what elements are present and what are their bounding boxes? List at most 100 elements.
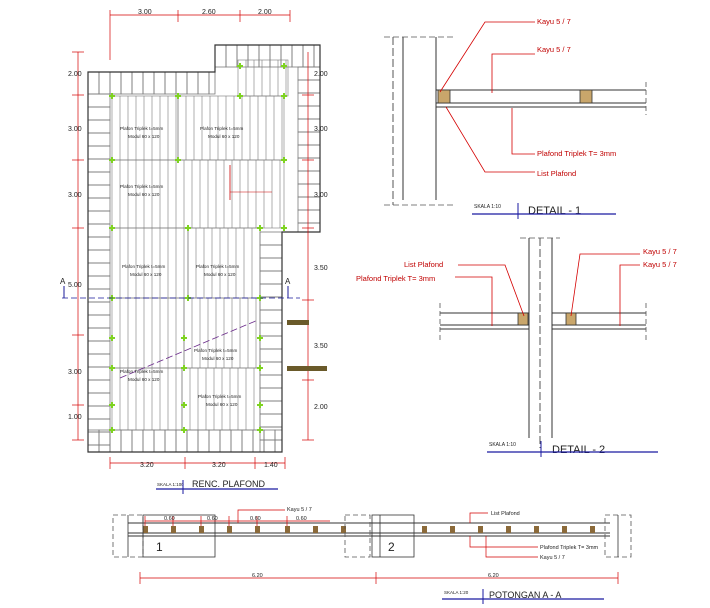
ceiling-tile — [87, 93, 111, 108]
dim-right-2: 3.00 — [314, 126, 328, 133]
joist-block — [341, 526, 346, 533]
ceiling-tile — [297, 79, 321, 94]
dim-bottom-1: 3.20 — [140, 462, 154, 469]
ceiling-tile — [164, 71, 177, 95]
ceiling-panel — [237, 59, 289, 97]
ceiling-tile — [258, 44, 271, 68]
marker-1: 1 — [156, 540, 163, 554]
ceiling-tile — [109, 71, 122, 95]
room-label-module: Modul 60 x 120 — [206, 402, 238, 407]
spacing-4: 0.60 — [296, 516, 307, 522]
column-node — [281, 93, 287, 99]
ceiling-tile — [87, 340, 111, 355]
column-node — [257, 225, 263, 231]
joist-block — [590, 526, 595, 533]
ceiling-tile — [208, 71, 216, 95]
dim-left-3: 3.00 — [68, 192, 82, 199]
joist-block — [143, 526, 148, 533]
section-a-a: 0.60 0.60 0.60 0.60 Kayu 5 / 7 List Plaf… — [112, 507, 632, 604]
ceiling-tile — [259, 231, 283, 246]
ceiling-tile — [120, 429, 133, 453]
ceiling-tile — [87, 132, 111, 147]
ceiling-tile — [131, 71, 144, 95]
room-label-module: Modul 60 x 120 — [128, 134, 160, 139]
column-node — [281, 157, 287, 163]
plan-scale: SKALA 1:100 — [157, 482, 184, 487]
ceiling-tile — [259, 348, 283, 363]
ceiling-tile — [87, 262, 111, 277]
detail-1: Kayu 5 / 7 Kayu 5 / 7 Plafond Triplek T=… — [384, 17, 647, 219]
joist-block — [199, 526, 204, 533]
total-left: 6.20 — [252, 573, 263, 579]
ceiling-tile — [175, 429, 188, 453]
ceiling-tile — [142, 71, 155, 95]
ceiling-tile — [120, 71, 133, 95]
cut-label-left: A — [60, 277, 66, 286]
joist-block — [255, 526, 260, 533]
ceiling-tile — [87, 429, 100, 453]
column-node — [109, 335, 115, 341]
ceiling-tile — [214, 44, 227, 68]
ceiling-tile — [142, 429, 155, 453]
ceiling-tile — [252, 429, 265, 453]
sec-label-plafond: Plafond Triplek T= 3mm — [540, 545, 599, 551]
dim-right-1: 2.00 — [314, 71, 328, 78]
d2-scale: SKALA 1:10 — [489, 442, 516, 448]
ceiling-tile — [269, 44, 282, 68]
room-label-material: Plafon Triplek t=5mm — [200, 126, 243, 131]
ceiling-tile — [297, 209, 321, 224]
ceiling-tile — [259, 270, 283, 285]
dim-right-4: 3.50 — [314, 265, 328, 272]
cut-label-right: A — [285, 277, 291, 286]
total-right: 6.20 — [488, 573, 499, 579]
column-node — [281, 225, 287, 231]
column-node — [109, 365, 115, 371]
dim-bottom-3: 1.40 — [264, 462, 278, 469]
joist-block — [562, 526, 567, 533]
ceiling-tile — [297, 144, 321, 159]
ceiling-tile — [302, 44, 315, 68]
ceiling-tile — [274, 429, 283, 453]
ceiling-tile — [259, 361, 283, 376]
joist-block — [285, 526, 290, 533]
plan-outline — [87, 44, 321, 453]
ceiling-tile — [197, 71, 210, 95]
ceiling-tile — [87, 392, 111, 407]
ceiling-tile — [87, 171, 111, 186]
plan-title: RENC. PLAFOND — [192, 479, 266, 489]
interior-marks — [229, 165, 327, 371]
ceiling-panel — [181, 367, 261, 431]
marker-2: 2 — [388, 540, 395, 554]
ceiling-tile — [186, 71, 199, 95]
d1-label-kayu-b: Kayu 5 / 7 — [537, 45, 571, 54]
ceiling-tile — [175, 71, 188, 95]
ceiling-tile — [230, 429, 243, 453]
dim-right-6: 2.00 — [314, 404, 328, 411]
ceiling-tile — [87, 249, 111, 264]
room-label-material: Plafon Triplek t=5mm — [120, 126, 163, 131]
ceiling-tile — [225, 44, 238, 68]
column-node — [237, 63, 243, 69]
ceiling-tile — [208, 429, 221, 453]
ceiling-tile — [87, 210, 111, 225]
ceiling-tile — [98, 71, 111, 95]
ceiling-tile — [87, 353, 111, 368]
ceiling-tile — [87, 71, 100, 95]
d1-scale: SKALA 1:10 — [474, 204, 501, 210]
ceiling-tile — [236, 44, 249, 68]
dimension-lines — [72, 10, 314, 469]
joist-block — [422, 526, 427, 533]
column-node — [181, 365, 187, 371]
ceiling-tile — [164, 429, 177, 453]
dim-left-2: 3.00 — [68, 126, 82, 133]
column-node — [181, 402, 187, 408]
d2-label-kayu-a: Kayu 5 / 7 — [643, 247, 677, 256]
d1-label-plafond: Plafond Triplek T= 3mm — [537, 149, 616, 158]
column-node — [109, 402, 115, 408]
ceiling-tile — [259, 387, 283, 402]
ceiling-tile — [219, 429, 232, 453]
d1-label-list: List Plafond — [537, 169, 576, 178]
d2-label-kayu-b: Kayu 5 / 7 — [643, 260, 677, 269]
ceiling-tile — [87, 314, 111, 329]
